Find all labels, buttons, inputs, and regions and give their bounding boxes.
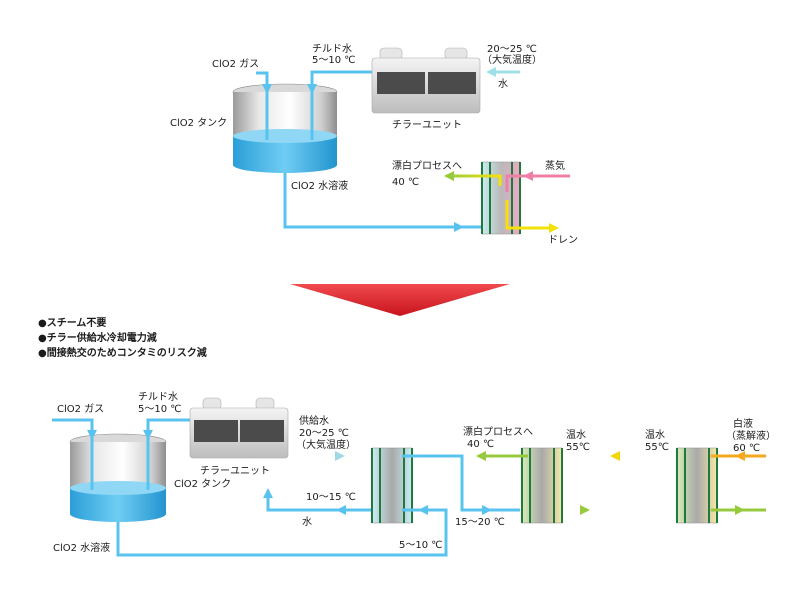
bottom-bleach-outlet-pipe: [476, 451, 528, 461]
benefit-list: ●スチーム不要 ●チラー供給水冷却電力減 ●間接熱交のためコンタミのリスク減: [38, 317, 207, 359]
bottom-solution-pipe: [116, 505, 448, 557]
top-water-inlet-pipe: [486, 67, 520, 77]
bottom-clo2-gas-label: ClO2 ガス: [57, 403, 104, 415]
top-clo2-gas-label: ClO2 ガス: [212, 58, 259, 70]
bottom-chiller-return-pipe: [263, 488, 378, 515]
top-clo2-tank: [232, 83, 338, 173]
bottom-chilled-water-pipe: [143, 418, 192, 490]
top-chiller-unit: [371, 47, 481, 114]
bottom-warm-water-top-pipe: [556, 451, 683, 461]
bottom-chiller-unit-label: チラーユニット: [200, 465, 270, 477]
bottom-white-liquor-note-label: （蒸解液）: [726, 429, 776, 442]
bottom-white-liquor-temp-label: 60 ℃: [733, 443, 760, 454]
bottom-warm-water-2-label: 温水: [645, 429, 665, 441]
bottom-clo2-solution-label: ClO2 水溶液: [53, 541, 110, 554]
top-chilled-water-label: チルド水: [312, 43, 352, 55]
bottom-link-pipe: [402, 454, 520, 515]
top-bleach-outlet-pipe: [444, 171, 502, 186]
bottom-temp-10-15-label: 10～15 ℃: [306, 492, 356, 503]
bottom-water-label: 水: [302, 516, 312, 528]
bottom-heat-exchanger-1: [371, 447, 413, 524]
top-ambient-note-label: （大気温度）: [482, 53, 542, 66]
top-steam-label: 蒸気: [545, 159, 565, 172]
bottom-clo2-gas-pipe: [52, 418, 97, 490]
top-bleach-temp-label: 40 ℃: [392, 177, 419, 188]
bottom-diagram: ClO2 ガス チルド水 5～10 ℃ 供給水 20～25 ℃ （大気温度） 漂…: [52, 391, 776, 557]
bottom-warm-water-1-label: 温水: [566, 429, 586, 441]
top-steam-pipe: [505, 171, 570, 192]
bottom-clo2-tank-label: ClO2 タンク: [174, 478, 231, 490]
top-chilled-temp-label: 5～10 ℃: [312, 55, 356, 66]
top-water-label: 水: [498, 78, 508, 90]
bottom-warm-temp-1-label: 55℃: [566, 442, 590, 453]
bottom-clo2-tank: [69, 433, 167, 522]
bottom-temp-15-20-label: 15～20 ℃: [455, 517, 505, 528]
bottom-bleach-process-label: 漂白プロセスへ: [463, 425, 533, 438]
benefit-item: ●間接熱交のためコンタミのリスク減: [38, 346, 207, 359]
bottom-bleach-temp-label: 40 ℃: [467, 439, 494, 450]
top-bleach-process-label: 漂白プロセスへ: [392, 159, 462, 172]
top-clo2-tank-label: ClO2 タンク: [170, 117, 227, 129]
benefit-item: ●チラー供給水冷却電力減: [38, 331, 157, 344]
top-clo2-gas-pipe: [256, 71, 272, 140]
bottom-chilled-temp-label: 5～10 ℃: [138, 404, 182, 415]
top-chilled-water-pipe: [307, 70, 372, 140]
transition-arrow: [290, 284, 510, 316]
top-heat-exchanger: [481, 161, 521, 235]
bottom-supply-temp-label: 20～25 ℃: [299, 428, 349, 439]
bottom-chiller-unit: [189, 397, 289, 459]
top-diagram: ClO2 ガス チルド水 5～10 ℃ 20～25 ℃ （大気温度） 水 ClO…: [170, 43, 578, 246]
bottom-supply-water-pipe: [298, 451, 374, 461]
bottom-heat-exchanger-2: [521, 447, 563, 524]
bottom-supply-note-label: （大気温度）: [296, 438, 356, 451]
benefit-item: ●スチーム不要: [38, 317, 106, 329]
top-drain-pipe: [505, 200, 559, 233]
top-ambient-temp-label: 20～25 ℃: [487, 44, 537, 55]
bottom-white-liquor-pipe: [711, 451, 766, 461]
bottom-white-liquor-label: 白液: [733, 417, 753, 430]
top-chiller-unit-label: チラーユニット: [392, 119, 462, 131]
top-drain-label: ドレン: [548, 235, 578, 246]
top-clo2-solution-label: ClO2 水溶液: [291, 179, 348, 192]
bottom-warm-temp-2-label: 55℃: [645, 442, 669, 453]
bottom-supply-water-label: 供給水: [299, 414, 329, 427]
bottom-return-line-pipe: [556, 505, 766, 515]
bottom-chilled-water-label: チルド水: [138, 391, 178, 403]
bottom-heat-exchanger-3: [676, 447, 718, 524]
bottom-temp-5-10-label: 5～10 ℃: [399, 540, 443, 551]
